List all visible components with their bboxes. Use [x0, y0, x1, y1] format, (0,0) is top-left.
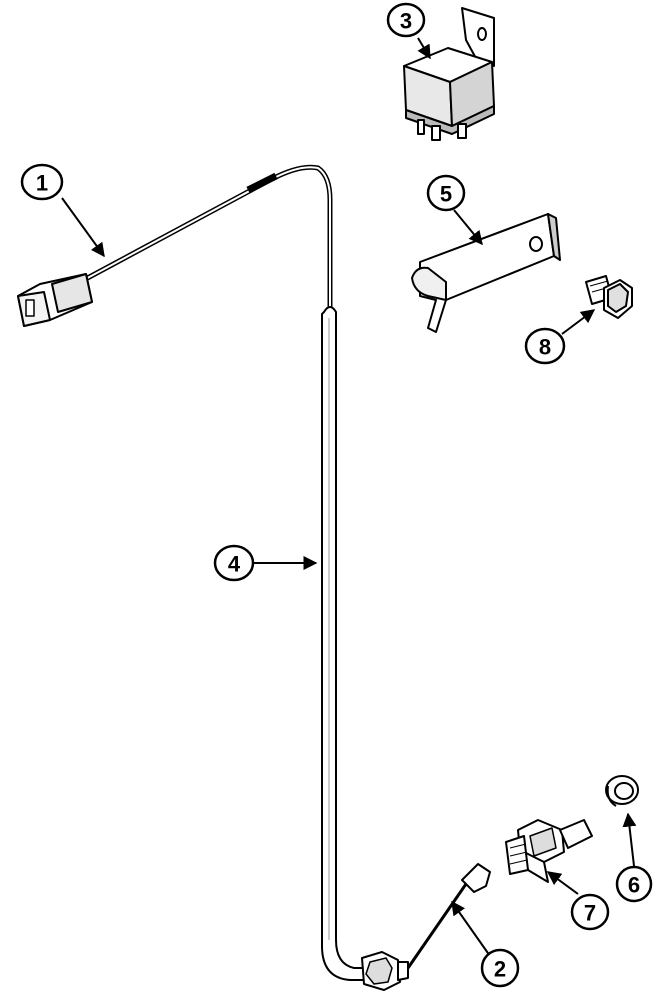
callouts: 1 2 3 4 5 6 7 8 [20, 2, 653, 988]
callout-8: 8 [524, 327, 566, 365]
callout-7: 7 [570, 893, 610, 931]
bracket-part [411, 213, 561, 333]
callout-6: 6 [615, 865, 653, 903]
relay-part [403, 7, 495, 141]
leader-1 [61, 197, 105, 258]
callout-1-label: 1 [36, 171, 48, 196]
callout-2: 2 [480, 948, 520, 988]
callout-3-label: 3 [400, 9, 412, 34]
leader-6 [622, 812, 637, 867]
ring-part [605, 775, 639, 807]
callout-3: 3 [386, 2, 426, 38]
callout-1: 1 [20, 163, 64, 201]
leader-8 [561, 309, 596, 335]
leader-5 [453, 209, 483, 246]
bolt-part [585, 275, 633, 319]
leader-2 [451, 900, 491, 957]
callout-5: 5 [426, 174, 466, 212]
callout-4: 4 [213, 544, 255, 582]
sensor-assembly [17, 164, 491, 991]
callout-8-label: 8 [539, 335, 551, 360]
leader-7 [546, 871, 579, 895]
callout-4-label: 4 [228, 552, 241, 577]
callout-5-label: 5 [440, 182, 452, 207]
leader-lines [61, 37, 637, 957]
callout-2-label: 2 [494, 957, 506, 982]
fitting-part [505, 819, 593, 883]
callout-6-label: 6 [628, 873, 640, 898]
leader-3 [417, 37, 431, 60]
callout-7-label: 7 [584, 901, 596, 926]
